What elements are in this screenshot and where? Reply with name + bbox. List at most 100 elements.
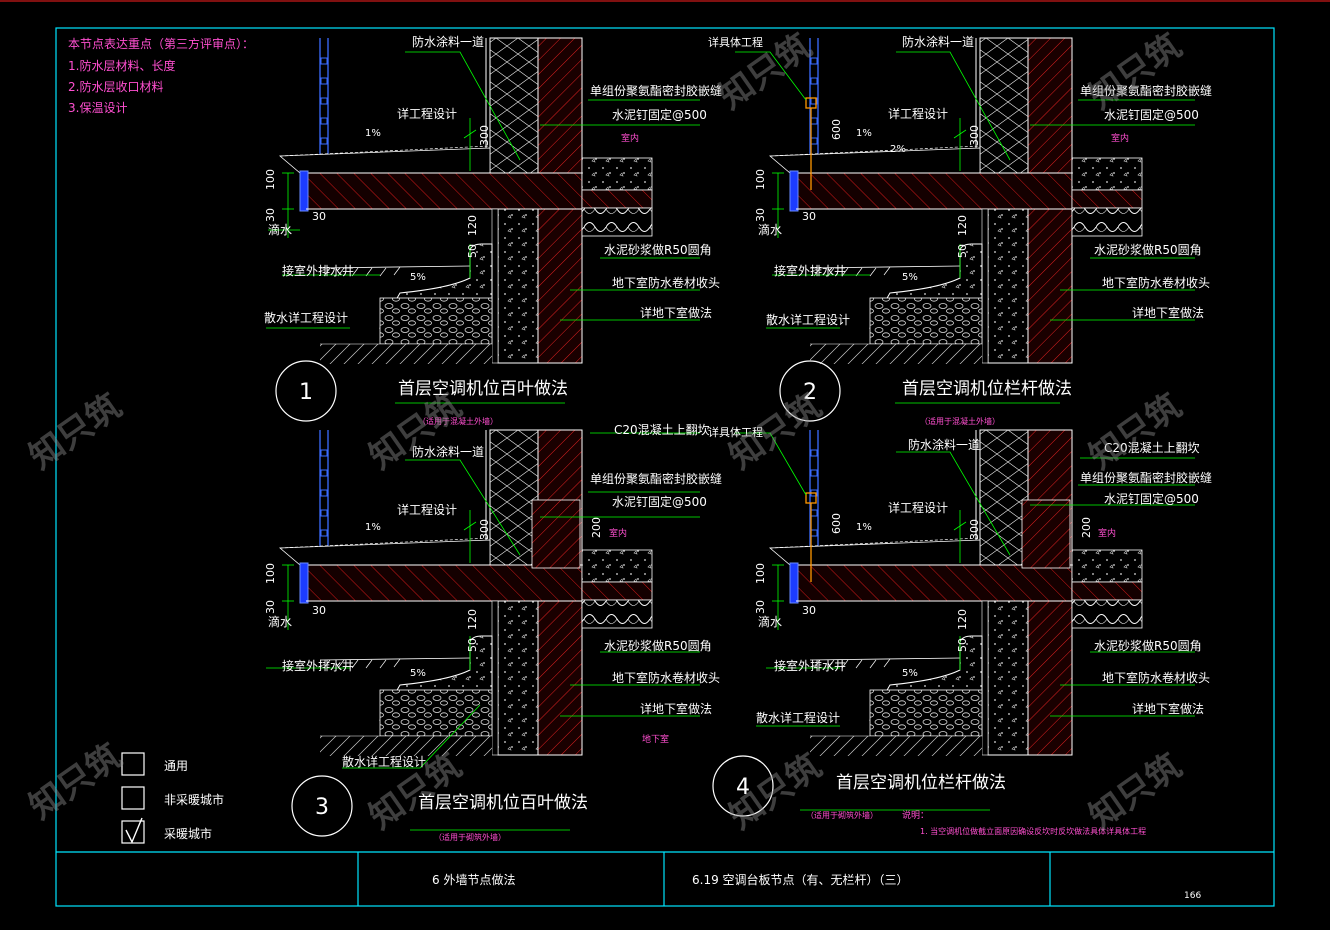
d2-apron: 散水详工程设计 [766,312,850,327]
d3-dim-120: 120 [466,609,479,630]
d3-subtitle: （适用于砌筑外墙） [434,832,506,842]
d4-waterproof-coating: 防水涂料一道 [908,437,980,452]
d3-membrane-end: 地下室防水卷材收头 [612,670,720,685]
d2-dim-300: 300 [968,125,981,146]
d1-membrane-end: 地下室防水卷材收头 [612,275,720,290]
d4-dim-600: 600 [830,513,843,534]
notes-item-1: 1.防水层材料、长度 [68,58,175,73]
d2-dim-30a: 30 [754,208,767,222]
notes-title: 本节点表达重点（第三方评审点）： [68,36,254,51]
d4-sealant: 单组份聚氨酯密封胶嵌缝 [1080,470,1212,485]
d3-basement: 地下室 [642,733,669,745]
d4-indoor: 室内 [1098,527,1116,539]
d1-dim-100: 100 [264,169,277,190]
title-block-chapter: 6 外墙节点做法 [432,872,515,887]
d4-membrane-end: 地下室防水卷材收头 [1102,670,1210,685]
d4-mortar-fillet: 水泥砂浆做R50圆角 [1094,638,1202,653]
d2-dim-100: 100 [754,169,767,190]
d3-slope-1: 1% [365,522,381,533]
d3-basement-detail: 详地下室做法 [640,701,712,716]
d1-detail-design: 详工程设计 [397,106,457,121]
notes-item-3: 3.保温设计 [68,101,127,115]
d3-drain: 接室外排水井 [282,658,354,673]
notes-item-2: 2.防水层收口材料 [68,79,163,94]
explanation-text: 1. 当空调机位做截立面原因确设反坎时反坎做法具体详具体工程 [920,826,1146,836]
watermark-2: 知只筑 [1082,26,1188,117]
legend-label-general: 通用 [164,759,188,773]
d1-drain: 接室外排水井 [282,263,354,278]
d1-sealant: 单组份聚氨酯密封胶嵌缝 [590,83,722,98]
d4-apron: 散水详工程设计 [756,710,840,725]
d1-number: 1 [299,380,313,405]
d4-title: 首层空调机位栏杆做法 [836,773,1006,793]
d1-subtitle: （适用于混凝土外墙） [418,416,498,426]
watermark-9: 知只筑 [1082,746,1188,837]
watermark-3: 知只筑 [362,386,468,477]
d2-drip: 滴水 [758,222,782,237]
d3-number: 3 [315,795,329,820]
d3-apron: 散水详工程设计 [342,754,426,769]
d4-dim-50: 50 [956,638,969,652]
watermark-5: 知只筑 [1082,386,1188,477]
legend-label-heating: 采暖城市 [164,826,212,841]
explanation-heading: 说明： [902,809,929,821]
d3-sealant: 单组份聚氨酯密封胶嵌缝 [590,471,722,486]
d2-mortar-fillet: 水泥砂浆做R50圆角 [1094,242,1202,257]
d1-drip: 滴水 [268,222,292,237]
d3-dim-30b: 30 [312,604,326,617]
d3-slope-5: 5% [410,668,426,679]
d3-nail: 水泥钉固定@500 [612,494,707,509]
d2-indoor: 室内 [1111,132,1129,144]
d1-slope-5: 5% [410,272,426,283]
d2-detail-design: 详工程设计 [888,106,948,121]
d4-slope-5: 5% [902,668,918,679]
d1-dim-50: 50 [466,244,479,258]
d4-nail: 水泥钉固定@500 [1104,491,1199,506]
d3-waterproof-coating: 防水涂料一道 [412,444,484,459]
d4-subtitle: （适用于砌筑外墙） [806,810,878,820]
d1-title: 首层空调机位百叶做法 [398,379,568,399]
d2-basement-detail: 详地下室做法 [1132,305,1204,320]
d3-dim-100: 100 [264,563,277,584]
d4-railing: 详具体工程 [708,425,763,439]
d2-subtitle: （适用于混凝土外墙） [920,416,1000,426]
d2-nail: 水泥钉固定@500 [1104,107,1199,122]
d4-dim-30a: 30 [754,600,767,614]
d1-dim-30b: 30 [312,210,326,223]
d2-dim-50: 50 [956,244,969,258]
d3-mortar-fillet: 水泥砂浆做R50圆角 [604,638,712,653]
d1-slope-1: 1% [365,128,381,139]
legend-label-non-heating: 非采暖城市 [164,792,224,807]
title-block-section: 6.19 空调台板节点（有、无栏杆）（三） [692,872,909,887]
d3-title: 首层空调机位百叶做法 [418,793,588,813]
d4-dim-100: 100 [754,563,767,584]
watermark-10: 知只筑 [22,386,128,477]
d4-drip: 滴水 [758,614,782,629]
d3-drip: 滴水 [268,614,292,629]
d1-apron: 散水详工程设计 [264,310,348,325]
d2-dim-30b: 30 [802,210,816,223]
d4-number: 4 [736,775,750,800]
d3-indoor: 室内 [609,527,627,539]
d4-c20: C20混凝土上翻坎 [1104,440,1200,455]
d2-slope-1: 1% [856,128,872,139]
d2-railing: 详具体工程 [708,35,763,49]
d3-dim-50: 50 [466,638,479,652]
d1-dim-30a: 30 [264,208,277,222]
d1-dim-300: 300 [478,125,491,146]
d2-sealant: 单组份聚氨酯密封胶嵌缝 [1080,83,1212,98]
d2-number: 2 [803,380,817,405]
d1-waterproof-coating: 防水涂料一道 [412,34,484,49]
sheet-frame [55,27,1275,907]
d2-membrane-end: 地下室防水卷材收头 [1102,275,1210,290]
d4-dim-30b: 30 [802,604,816,617]
d1-nail: 水泥钉固定@500 [612,107,707,122]
d2-title: 首层空调机位栏杆做法 [902,379,1072,399]
d2-slope-5: 5% [902,272,918,283]
d3-dim-200: 200 [590,517,603,538]
title-block [56,851,1274,906]
d1-basement-detail: 详地下室做法 [640,305,712,320]
d4-dim-300: 300 [968,519,981,540]
d2-dim-120: 120 [956,215,969,236]
